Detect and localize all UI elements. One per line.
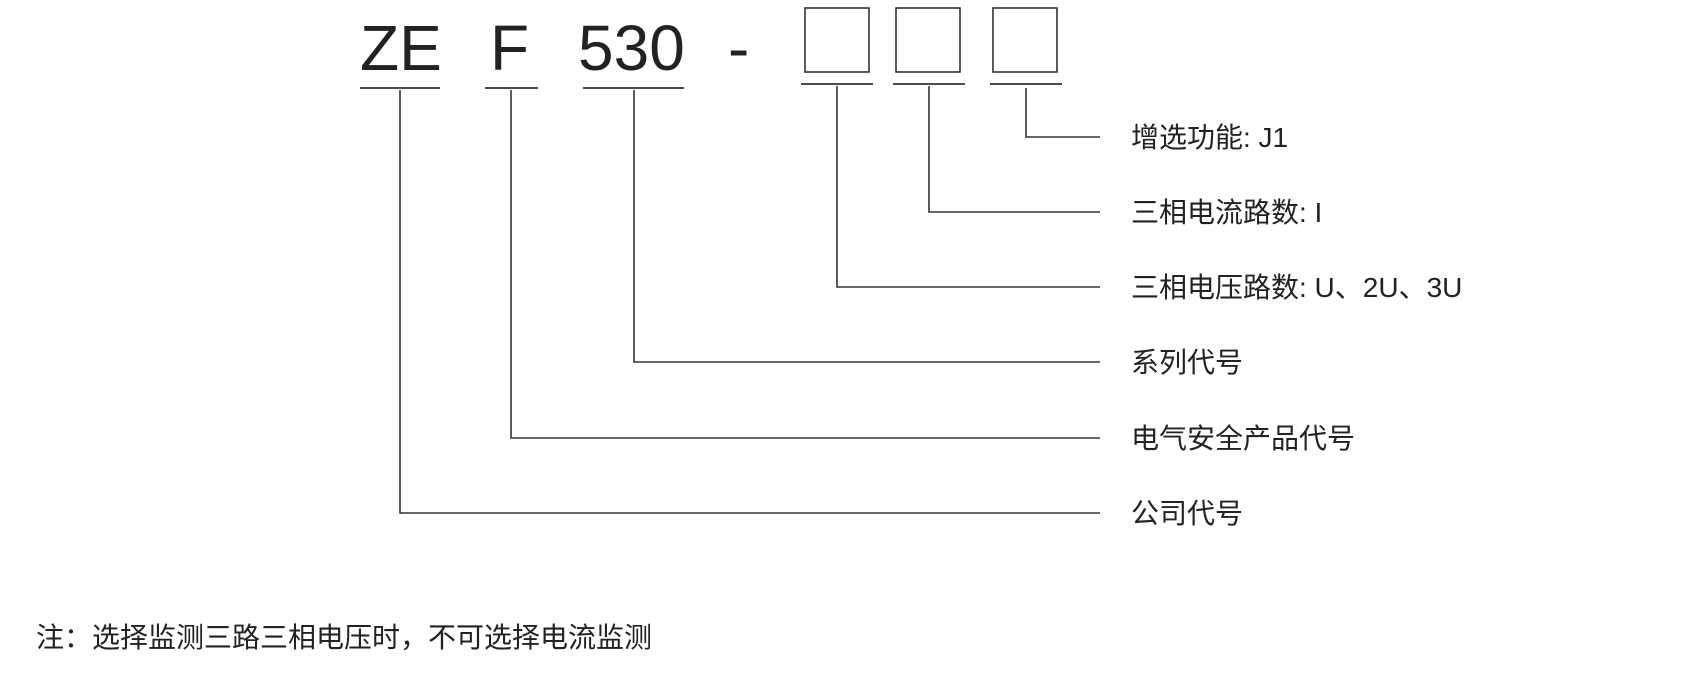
label-current: 三相电流路数: I [1131,197,1322,228]
voltage-option-box [804,7,870,73]
leader-line-product [510,90,1100,439]
code-segment-product: F [490,12,529,84]
label-company: 公司代号 [1131,498,1243,529]
current-option-box [895,7,961,73]
label-voltage: 三相电压路数: U、2U、3U [1131,272,1462,303]
leader-line-current [928,86,1100,213]
leader-line-voltage [836,86,1100,288]
code-separator: - [728,12,749,84]
label-option: 增选功能: J1 [1131,122,1288,153]
label-series: 系列代号 [1131,347,1243,378]
footnote: 注：选择监测三路三相电压时，不可选择电流监测 [36,622,653,653]
leader-line-series [633,90,1100,363]
code-segment-company: ZE [360,12,442,84]
leader-line-company [399,90,1100,514]
code-segment-series: 530 [578,12,685,84]
label-product: 电气安全产品代号 [1131,423,1355,454]
addon-option-box [992,7,1058,73]
leader-line-option [1025,88,1100,138]
